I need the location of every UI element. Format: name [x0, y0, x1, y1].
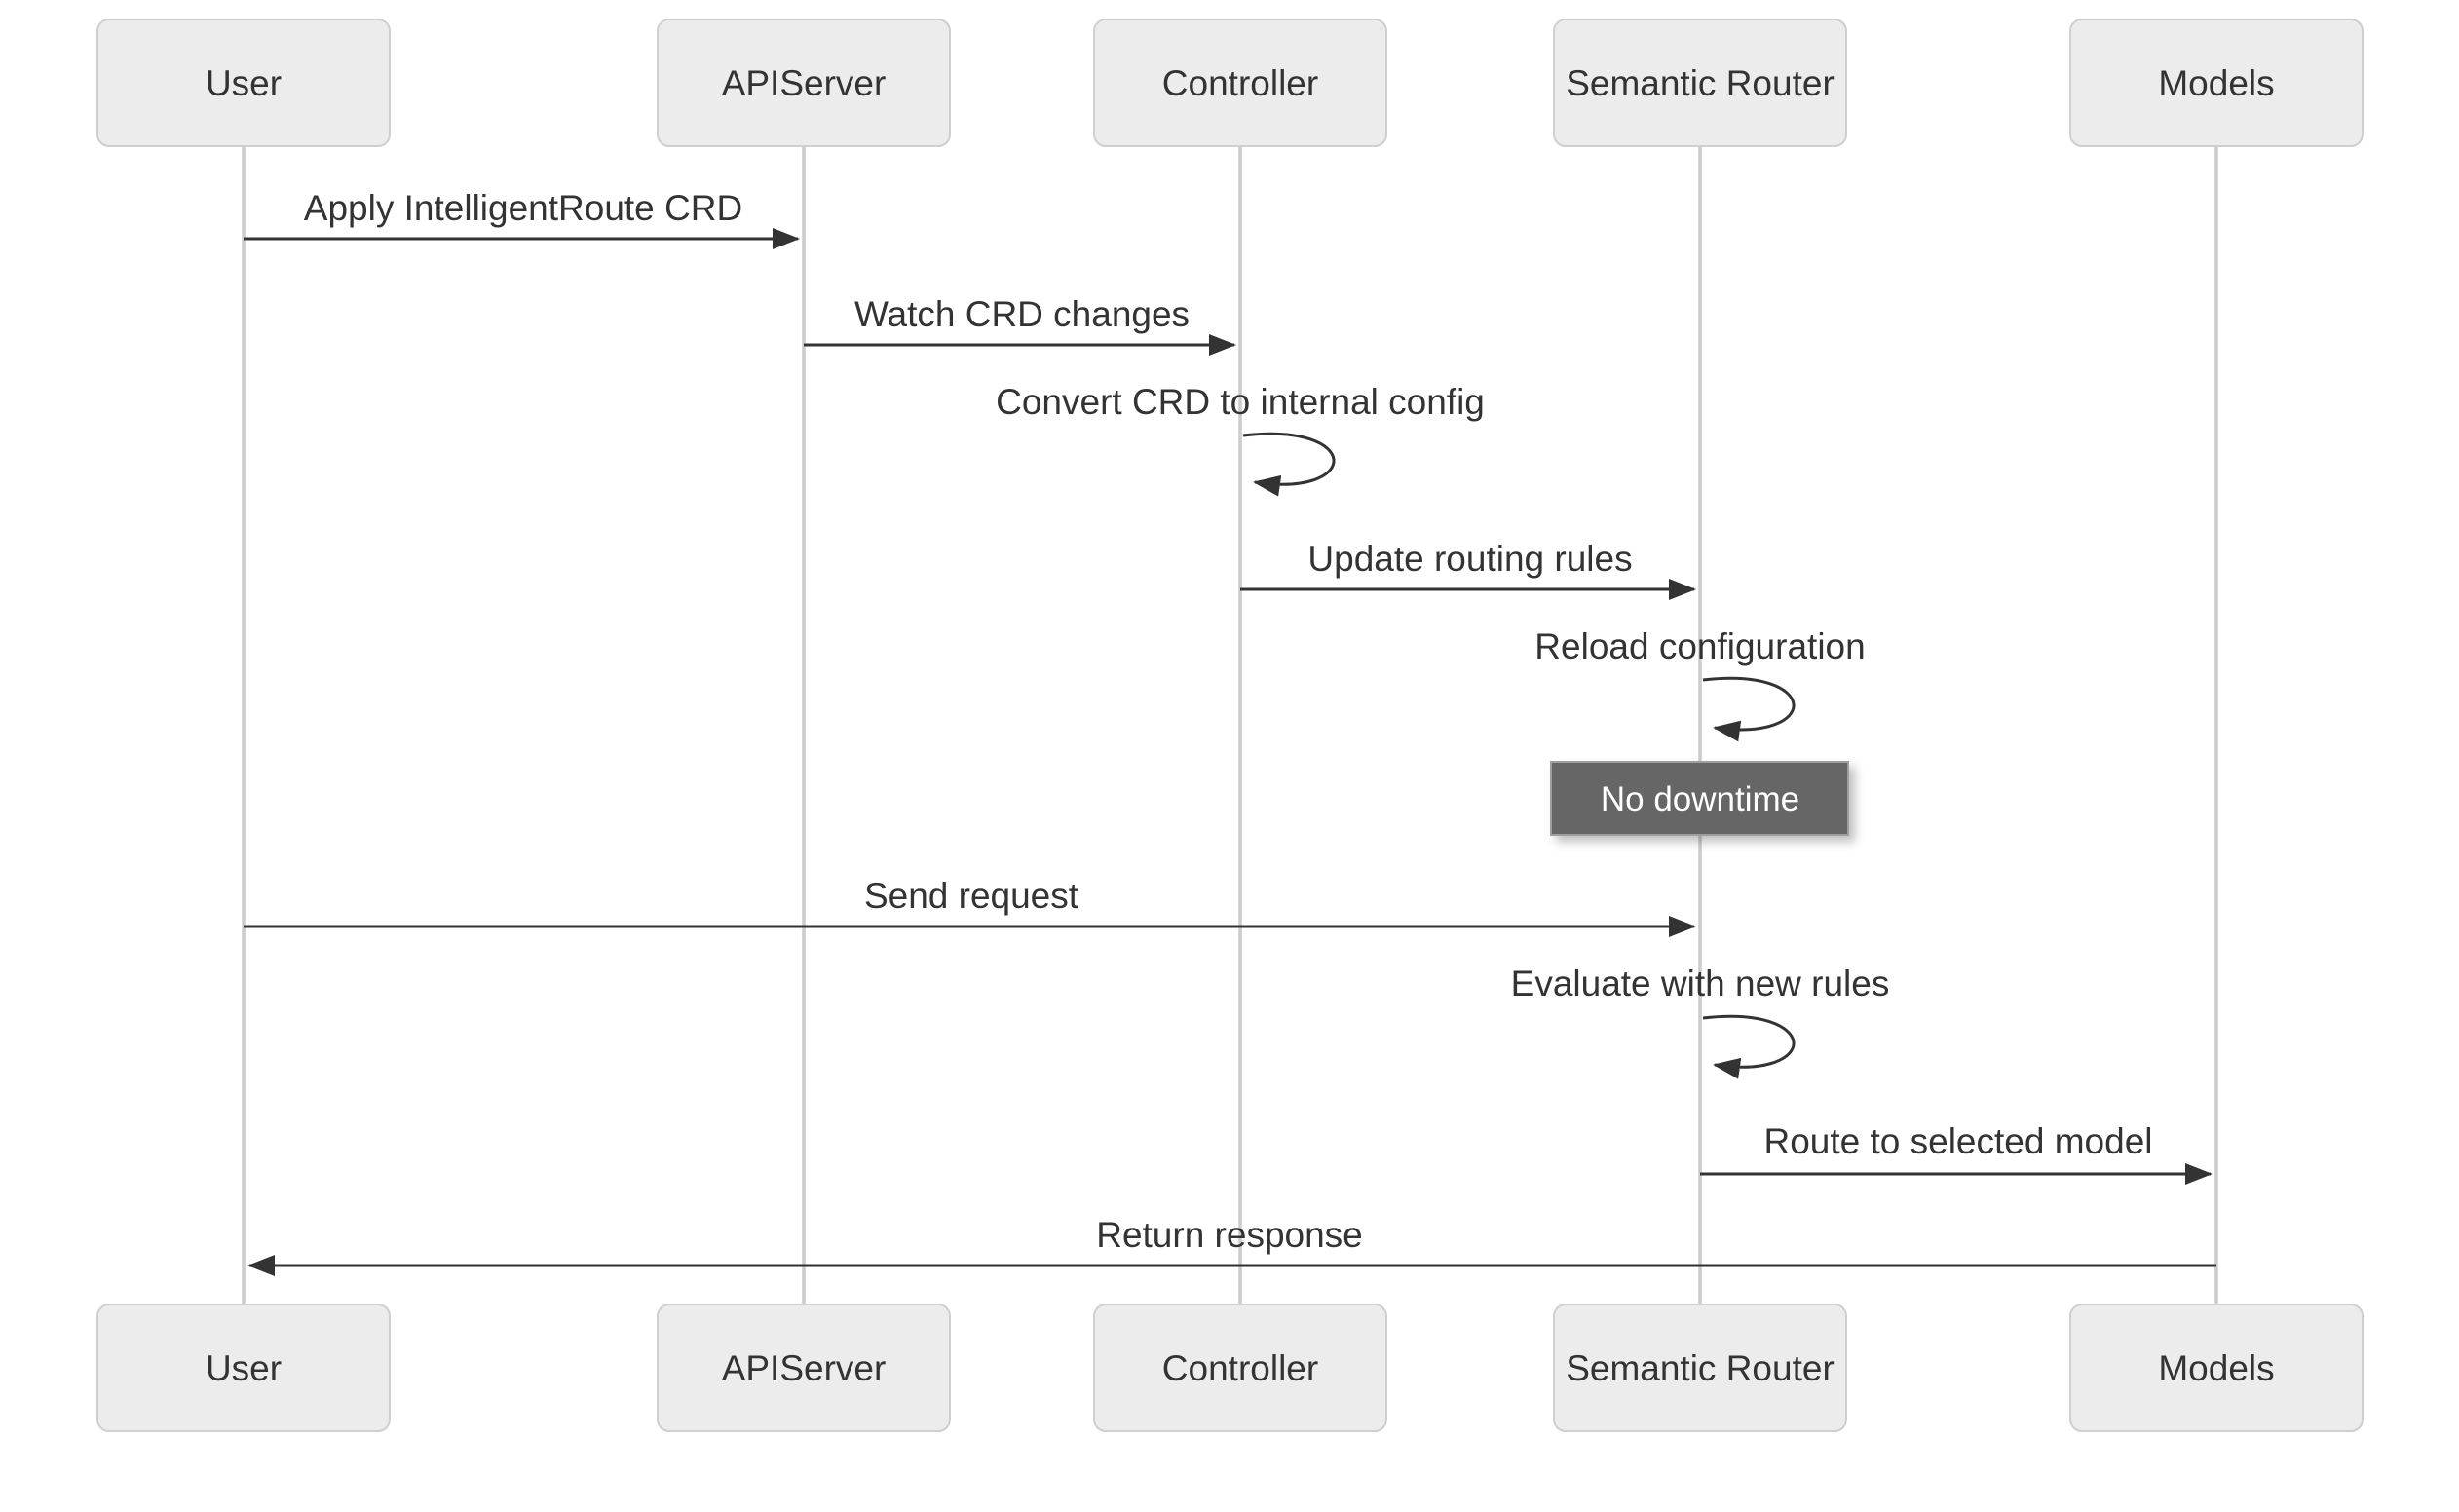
actor-label: Controller: [1162, 63, 1318, 103]
actor-label: Models: [2158, 63, 2274, 103]
message-return-response: Return response: [247, 1215, 2216, 1276]
message-evaluate-with-new-rules: Evaluate with new rules: [1511, 964, 1890, 1079]
actor-top-controller: Controller: [1093, 19, 1387, 147]
message-update-routing-rules: Update routing rules: [1240, 539, 1696, 600]
actor-label: User: [206, 63, 282, 103]
message-apply-intelligentroute-crd: Apply IntelligentRoute CRD: [244, 188, 800, 249]
message-label: Send request: [864, 876, 1079, 916]
message-label: Convert CRD to internal config: [996, 382, 1485, 422]
actor-box: [2069, 1304, 2364, 1432]
actor-top-apiserver: APIServer: [657, 19, 951, 147]
note-box: [1550, 761, 1849, 836]
actor-bottom-models: Models: [2069, 1304, 2364, 1432]
message-convert-crd-to-internal-config: Convert CRD to internal config: [996, 382, 1485, 497]
actor-top-user: User: [96, 19, 391, 147]
self-loop-arrow: [1702, 676, 1796, 742]
note-no-downtime: No downtime: [1550, 761, 1849, 836]
message-route-to-selected-model: Route to selected model: [1700, 1121, 2213, 1185]
actor-bottom-apiserver: APIServer: [657, 1304, 951, 1432]
actor-top-semantic-router: Semantic Router: [1553, 19, 1847, 147]
message-label: Watch CRD changes: [854, 294, 1190, 334]
message-label: Route to selected model: [1763, 1121, 2152, 1161]
actor-label: APIServer: [722, 63, 887, 103]
actor-box: [1093, 1304, 1387, 1432]
message-label: Evaluate with new rules: [1511, 964, 1890, 1003]
note-label: No downtime: [1601, 780, 1799, 818]
actor-bottom-controller: Controller: [1093, 1304, 1387, 1432]
message-label: Update routing rules: [1307, 539, 1632, 579]
message-reload-configuration: Reload configuration: [1534, 626, 1866, 742]
actor-label: Semantic Router: [1566, 1348, 1835, 1388]
actor-box: [1553, 1304, 1847, 1432]
message-label: Apply IntelligentRoute CRD: [304, 188, 742, 228]
self-loop-arrow: [1242, 432, 1336, 497]
self-loop-arrow: [1702, 1014, 1796, 1079]
actor-box: [96, 19, 391, 147]
message-watch-crd-changes: Watch CRD changes: [804, 294, 1236, 356]
actor-label: User: [206, 1348, 282, 1388]
actor-label: Controller: [1162, 1348, 1318, 1388]
actor-bottom-semantic-router: Semantic Router: [1553, 1304, 1847, 1432]
message-label: Reload configuration: [1534, 626, 1865, 666]
actor-box: [2069, 19, 2364, 147]
actor-label: APIServer: [722, 1348, 887, 1388]
actor-top-models: Models: [2069, 19, 2364, 147]
actor-bottom-user: User: [96, 1304, 391, 1432]
actor-box: [1553, 19, 1847, 147]
actor-box: [1093, 19, 1387, 147]
actor-box: [657, 19, 951, 147]
actor-box: [96, 1304, 391, 1432]
message-send-request: Send request: [244, 876, 1696, 937]
message-label: Return response: [1096, 1215, 1363, 1255]
actor-box: [657, 1304, 951, 1432]
actor-label: Semantic Router: [1566, 63, 1835, 103]
actor-label: Models: [2158, 1348, 2274, 1388]
